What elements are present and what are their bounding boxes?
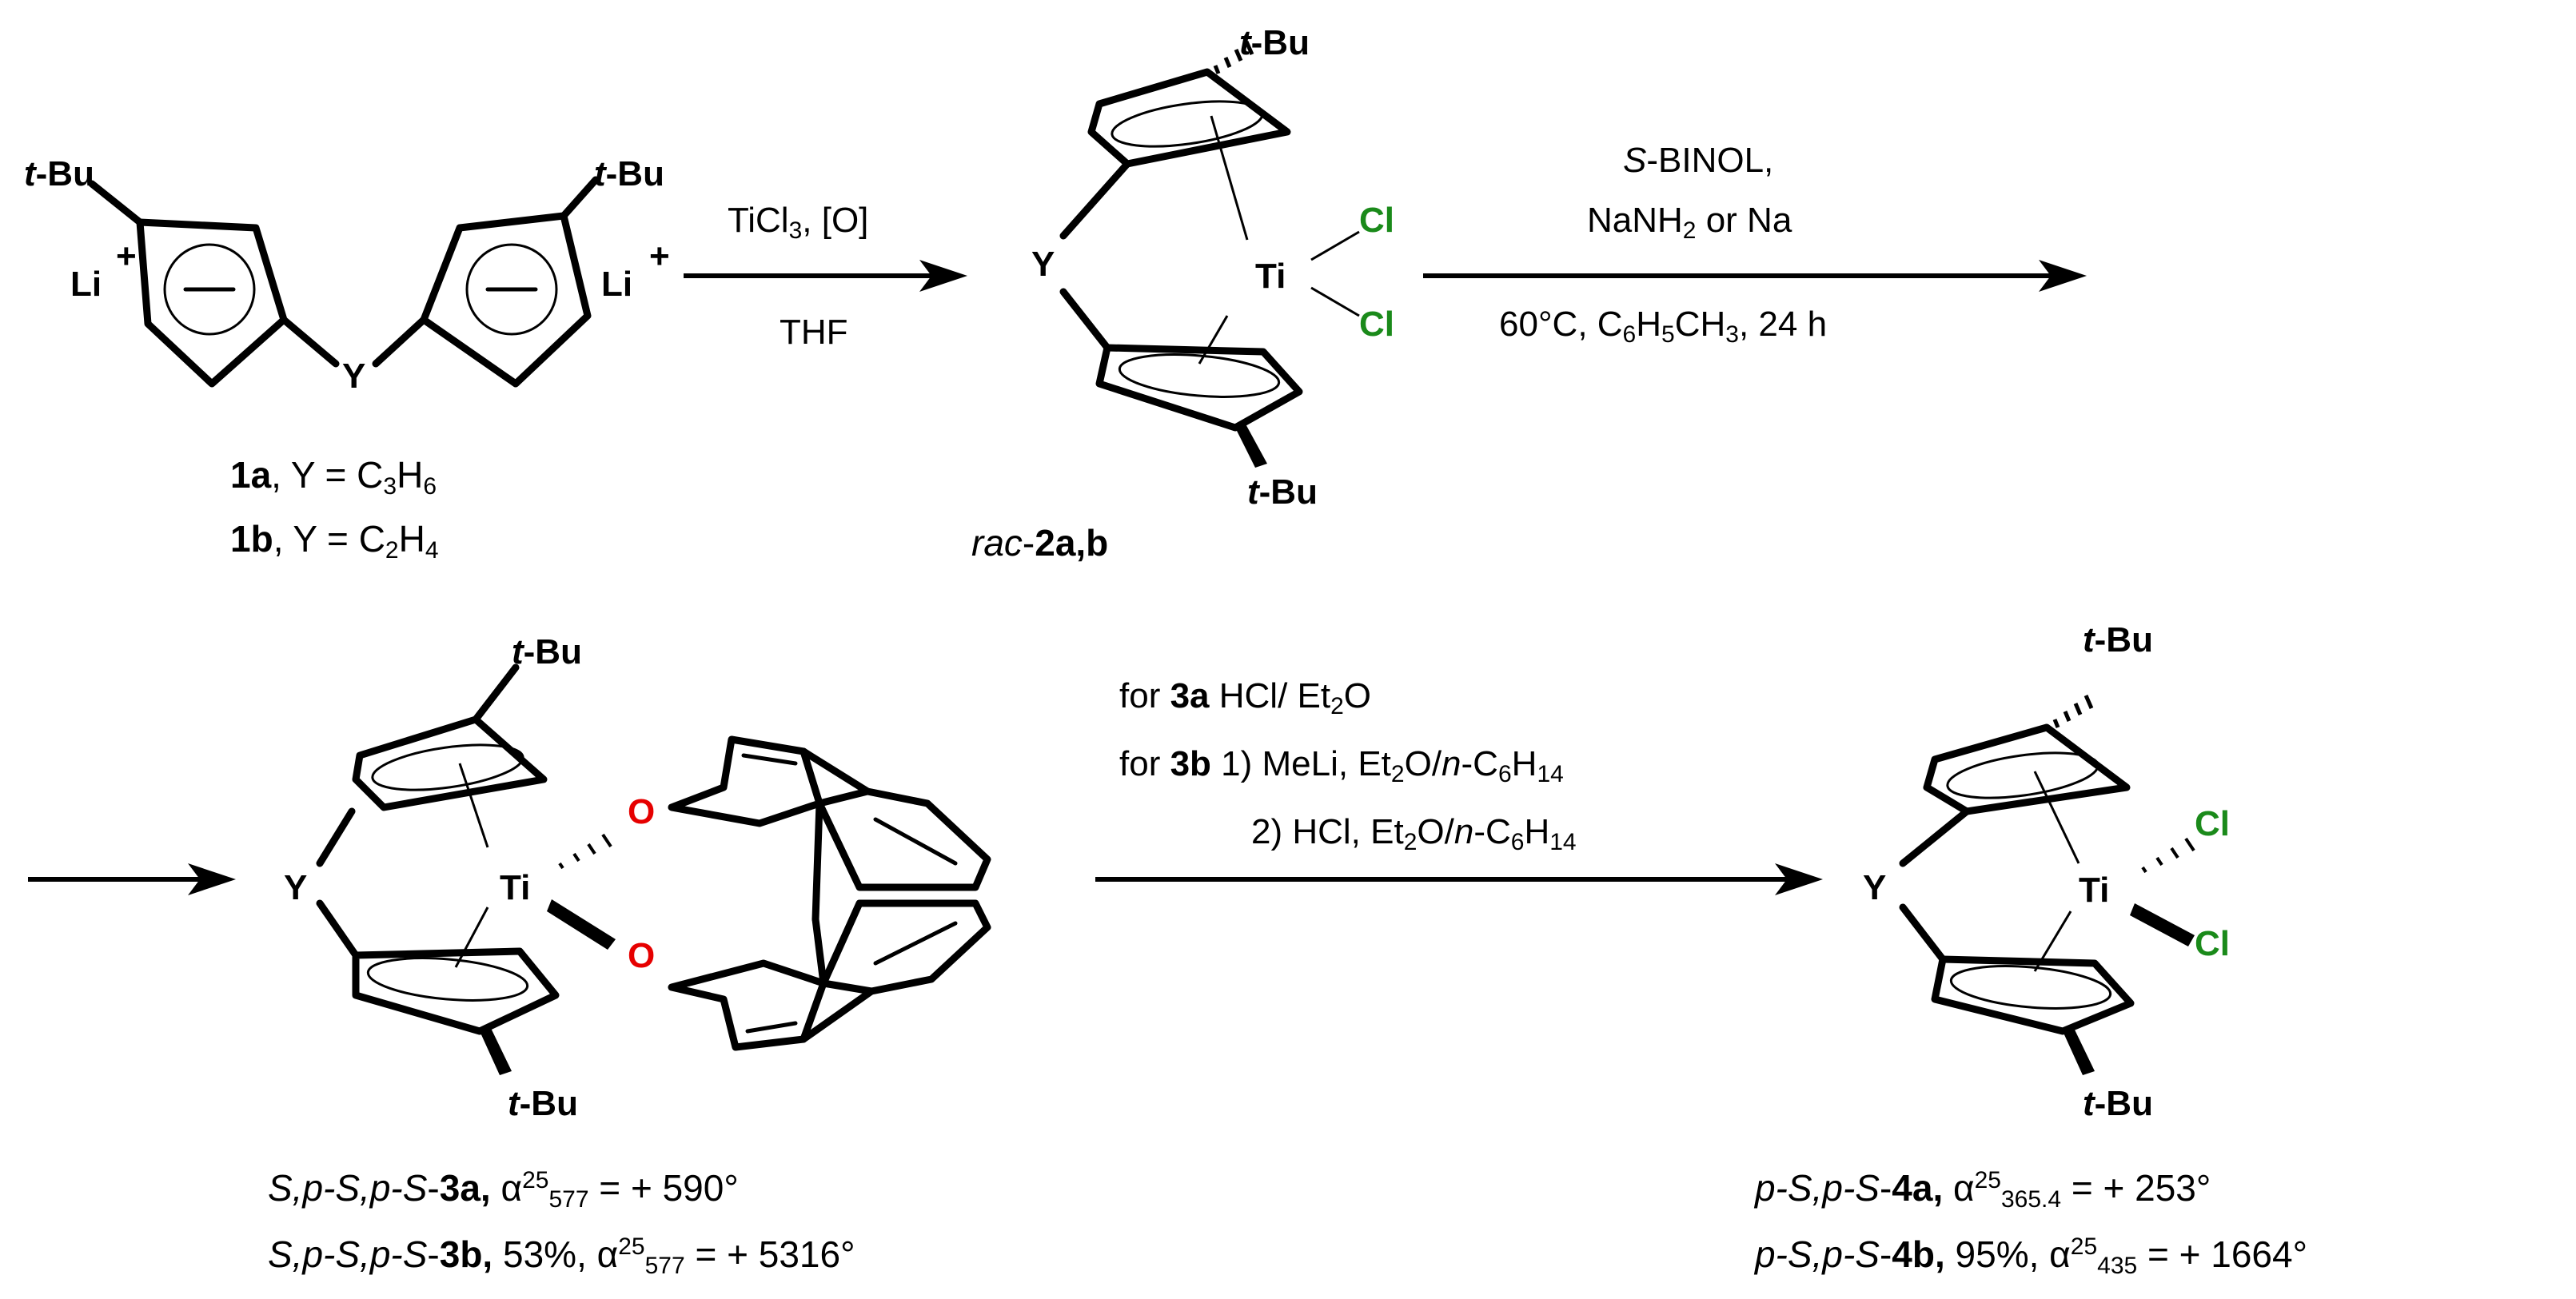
- plus-charge: +: [116, 237, 137, 276]
- step3-line2: for 3b 1) MeLi, Et2O/n-C6H14: [1119, 744, 1564, 787]
- caption-1b: 1b, Y = C2H4: [230, 518, 439, 564]
- caption-4b: p-S,p-S-4b, 95%, α25435 = + 1664°: [1753, 1233, 2307, 1279]
- reaction-arrow-3: [1095, 863, 1823, 895]
- step2-line2: NaNH2 or Na: [1587, 201, 1792, 244]
- continuation-arrow: [28, 863, 236, 895]
- y-label: Y: [1031, 245, 1055, 284]
- ti-label: Ti: [500, 868, 530, 907]
- plus-charge: +: [649, 237, 670, 276]
- t-bu-label: t-Bu: [2083, 620, 2153, 659]
- oxygen-label: O: [628, 936, 655, 975]
- t-bu-label: t-Bu: [594, 154, 664, 193]
- cl-label: Cl: [2195, 804, 2230, 843]
- compound-2: t-Bu t-Bu Y Ti Cl Cl: [1031, 23, 1394, 512]
- t-bu-label: t-Bu: [24, 154, 94, 193]
- li-label: Li: [601, 265, 632, 304]
- step3-line1: for 3a HCl/ Et2O: [1119, 676, 1371, 719]
- step1-bottom: THF: [780, 313, 848, 352]
- step3-line3: 2) HCl, Et2O/n-C6H14: [1251, 812, 1577, 855]
- y-label: Y: [284, 868, 307, 907]
- t-bu-label: t-Bu: [2083, 1084, 2153, 1123]
- ti-label: Ti: [1255, 257, 1286, 296]
- y-label: Y: [342, 357, 365, 396]
- compound-4: t-Bu t-Bu Y Ti Cl Cl: [1863, 620, 2230, 1123]
- caption-2: rac-2a,b: [971, 522, 1108, 564]
- y-label: Y: [1863, 868, 1886, 907]
- step2-line1: S-BINOL,: [1623, 141, 1773, 180]
- cl-label: Cl: [1359, 305, 1394, 344]
- cl-label: Cl: [1359, 201, 1394, 240]
- ti-label: Ti: [2079, 871, 2109, 910]
- step1-top: TiCl3, [O]: [728, 201, 868, 244]
- step2-line3: 60°C, C6H5CH3, 24 h: [1499, 305, 1827, 348]
- t-bu-label: t-Bu: [1247, 472, 1318, 512]
- caption-3b: S,p-S,p-S-3b, 53%, α25577 = + 5316°: [268, 1233, 855, 1279]
- compound-3: t-Bu t-Bu Y Ti O O: [284, 632, 991, 1123]
- t-bu-label: t-Bu: [508, 1084, 578, 1123]
- li-label: Li: [70, 265, 102, 304]
- oxygen-label: O: [628, 792, 655, 831]
- t-bu-label: t-Bu: [512, 632, 582, 671]
- caption-3a: S,p-S,p-S-3a, α25577 = + 590°: [268, 1167, 739, 1213]
- t-bu-label: t-Bu: [1239, 23, 1310, 62]
- cl-label: Cl: [2195, 924, 2230, 963]
- compound-1: t-Bu t-Bu Li + Li + Y: [24, 154, 670, 396]
- reaction-arrow-1: [684, 260, 967, 292]
- caption-1a: 1a, Y = C3H6: [230, 454, 437, 500]
- caption-4a: p-S,p-S-4a, α25365.4 = + 253°: [1753, 1167, 2211, 1213]
- reaction-arrow-2: [1423, 260, 2087, 292]
